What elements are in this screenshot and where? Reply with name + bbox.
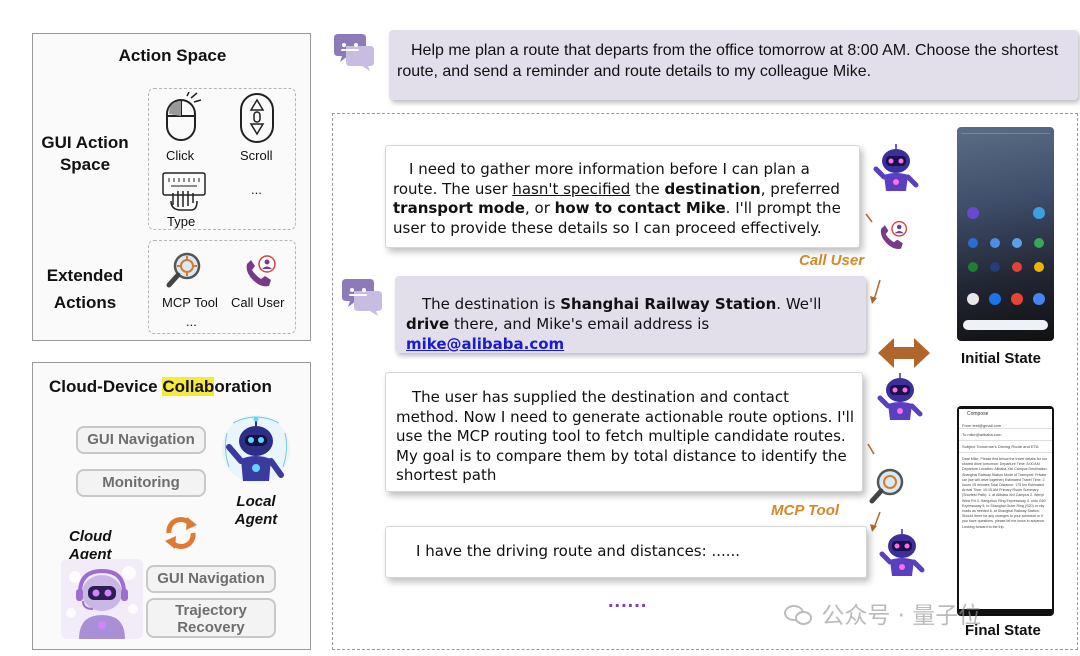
- call-user-label: Call User: [231, 295, 285, 310]
- type-label: Type: [167, 214, 196, 229]
- user-reply-bubble: The destination is Shanghai Railway Stat…: [395, 276, 866, 353]
- user-request-bubble: Help me plan a route that departs from t…: [389, 30, 1078, 100]
- collaboration-panel: Cloud-Device Collaboration GUI Navigatio…: [32, 362, 311, 650]
- extended-actions-box: [148, 240, 296, 334]
- agent1-text-unspecified: hasn't specified: [512, 179, 631, 198]
- reply-text-a: The destination is: [422, 295, 561, 313]
- gui-actions-box: [148, 88, 296, 230]
- trajectory-line2: Recovery: [177, 619, 245, 636]
- mcp-tool-flow-icon: [869, 468, 904, 504]
- home-screen-app-grid: [967, 207, 1045, 305]
- gui-navigation-local-pill: GUI Navigation: [76, 426, 206, 454]
- user-chat-icon-reply: [342, 279, 382, 316]
- local-agent-line2: Agent: [234, 511, 278, 528]
- call-user-flow-icon: [880, 220, 908, 249]
- reply-text-destination: Shanghai Railway Station: [560, 295, 777, 313]
- final-state-label: Final State: [965, 622, 1041, 639]
- mike-email-link[interactable]: mike@alibaba.com: [406, 335, 565, 353]
- email-compose-header: Compose: [967, 411, 989, 417]
- extended-line1: Extended: [46, 266, 124, 285]
- agent-message-2: The user has supplied the destination an…: [385, 372, 863, 492]
- scroll-label: Scroll: [240, 148, 273, 163]
- trajectory-recovery-pill: Trajectory Recovery: [146, 598, 276, 638]
- keyboard-type-icon: [162, 172, 206, 211]
- cloud-agent-line2: Agent: [69, 546, 112, 563]
- initial-state-label: Initial State: [961, 350, 1042, 367]
- mcp-tool-label: MCP Tool: [162, 295, 218, 310]
- local-agent-line1: Local: [236, 493, 276, 510]
- email-subject-row: Subject Tomorrow's Driving Route and ETA: [959, 441, 1052, 453]
- agent1-text-e: . I'll prompt the user to provide these …: [393, 199, 841, 237]
- agent-robot-icon-3: [879, 529, 925, 576]
- trajectory-line1: Trajectory: [175, 602, 247, 619]
- watermark-text: 公众号 · 量子位: [821, 603, 982, 629]
- reply-text-b: . We'll: [776, 295, 822, 313]
- phone-status-bar: [961, 130, 1050, 134]
- local-agent-label: Local Agent: [231, 493, 281, 529]
- watermark: 公众号 · 量子位: [784, 596, 981, 630]
- email-to-row: To mike@alibaba.com: [959, 429, 1052, 441]
- action-space-panel: Action Space GUI Action Space Click Scro…: [32, 33, 311, 341]
- collab-title-suffix: oration: [214, 377, 272, 396]
- reply-text-drive: drive: [406, 315, 450, 333]
- call-user-icon: [246, 255, 276, 287]
- more-gui-actions: ...: [251, 182, 262, 197]
- conversation-dashed-frame: [332, 113, 1078, 650]
- extended-actions-label: Extended Actions: [35, 262, 135, 316]
- agent1-text-transport: transport mode: [393, 199, 525, 217]
- collab-title-prefix: Cloud-Device: [49, 377, 163, 396]
- cloud-agent-robot-icon: [61, 559, 143, 639]
- click-label: Click: [166, 148, 195, 163]
- initial-state-phone: [957, 127, 1054, 341]
- more-extended-actions: ...: [186, 314, 197, 329]
- flow-connector-2: [867, 443, 881, 532]
- wechat-icon: [784, 603, 814, 627]
- monitoring-pill: Monitoring: [76, 469, 206, 497]
- flow-connector-1: [865, 213, 881, 304]
- agent-robot-icon-2: [877, 373, 923, 420]
- agent1-text-destination: destination: [664, 179, 761, 198]
- scroll-icon: [240, 93, 274, 143]
- user-request-text: Help me plan a route that departs from t…: [397, 42, 1059, 80]
- gui-label-line1: GUI Action: [41, 133, 129, 152]
- final-state-phone: Compose From test@gmail.com To mike@alib…: [957, 406, 1054, 616]
- agent1-text-c: , preferred: [760, 179, 840, 198]
- local-agent-robot-icon: [222, 415, 290, 483]
- agent-message-3: I have the driving route and distances: …: [385, 526, 867, 578]
- sync-refresh-icon: [165, 517, 197, 549]
- action-space-title: Action Space: [118, 46, 227, 65]
- cloud-agent-line1: Cloud: [69, 528, 112, 545]
- phone-search-bar: [963, 320, 1048, 330]
- agent-message-1: I need to gather more information before…: [385, 145, 860, 248]
- mcp-tool-icon: [166, 252, 201, 288]
- continuation-ellipsis: ......: [608, 590, 648, 612]
- bidirectional-arrow-icon: [878, 338, 930, 368]
- collaboration-title: Cloud-Device Collaboration: [49, 377, 272, 397]
- agent1-text-a: I need to gather more information before…: [393, 160, 810, 198]
- agent-robot-icon-1: [873, 144, 919, 191]
- agent3-text: I have the driving route and distances: …: [416, 542, 741, 560]
- agent1-text-d: , or: [524, 199, 555, 217]
- email-body: Dear Mike, Please find below the travel …: [962, 457, 1048, 529]
- email-from-row: From test@gmail.com: [959, 417, 1052, 429]
- reply-text-c: there, and Mike's email address is: [449, 315, 710, 333]
- agent2-text: The user has supplied the destination an…: [396, 388, 855, 484]
- collab-title-highlight: Collab: [162, 377, 215, 396]
- cloud-agent-label: Cloud Agent: [69, 528, 112, 564]
- agent1-text-contact: how to contact Mike: [554, 199, 726, 217]
- user-chat-icon-top: [334, 34, 374, 71]
- extended-line2: Actions: [53, 293, 117, 312]
- agent1-text-b: the: [630, 179, 665, 198]
- gui-label-line2: Space: [59, 155, 111, 174]
- mouse-click-icon: [166, 92, 202, 141]
- gui-action-space-label: GUI Action Space: [35, 132, 135, 176]
- call-user-flow-label: Call User: [799, 252, 865, 269]
- email-compose-screen: Compose From test@gmail.com To mike@alib…: [959, 409, 1052, 609]
- mcp-tool-flow-label: MCP Tool: [771, 502, 840, 519]
- gui-navigation-cloud-pill: GUI Navigation: [146, 565, 276, 593]
